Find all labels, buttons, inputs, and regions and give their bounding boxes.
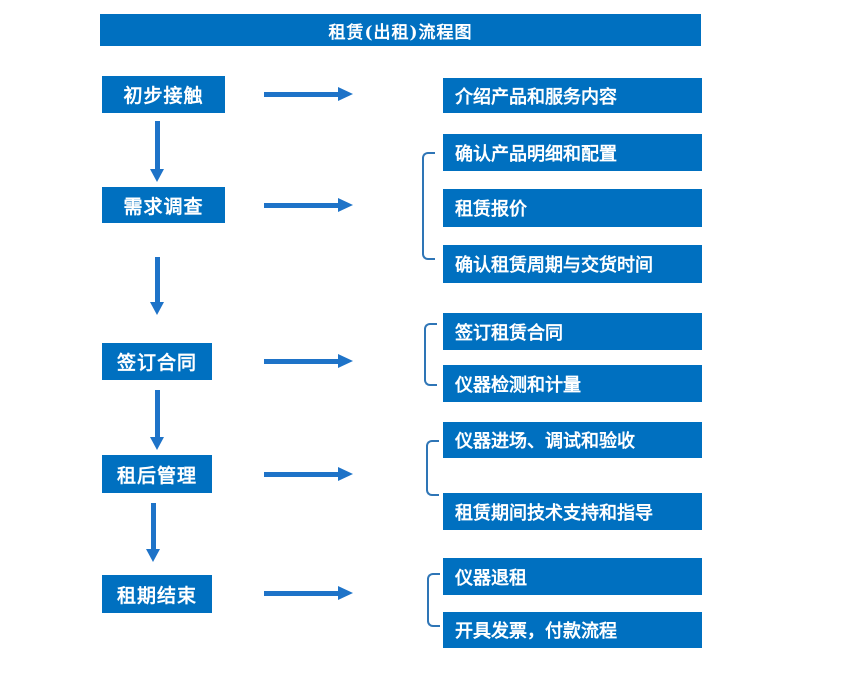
arrow-shaft	[155, 390, 160, 437]
arrow-shaft	[155, 121, 160, 169]
step-box-rental-end: 租期结束	[102, 575, 212, 613]
arrow-shaft	[264, 359, 339, 364]
arrow-shaft	[264, 472, 339, 477]
output-box-rental-quotation: 租赁报价	[443, 189, 702, 227]
right-arrow-icon	[264, 467, 353, 482]
right-arrow-icon	[264, 198, 353, 213]
right-arrow-icon	[264, 354, 353, 369]
output-box-confirm-rental-period-delivery: 确认租赁周期与交货时间	[443, 245, 702, 283]
arrow-shaft	[264, 591, 339, 596]
arrow-shaft	[155, 257, 160, 302]
arrow-head	[338, 354, 353, 368]
right-arrow-icon	[264, 87, 353, 102]
arrow-shaft	[151, 503, 156, 549]
down-arrow-icon	[150, 390, 165, 450]
down-arrow-icon	[146, 503, 161, 562]
arrow-shaft	[264, 203, 339, 208]
output-box-instrument-testing-metering: 仪器检测和计量	[443, 365, 702, 402]
step-box-post-rental-management: 租后管理	[102, 455, 212, 493]
right-arrow-icon	[264, 586, 353, 601]
group-bracket	[422, 152, 435, 260]
output-box-tech-support-guidance: 租赁期间技术支持和指导	[443, 493, 702, 530]
arrow-head	[338, 467, 353, 481]
arrow-head	[338, 198, 353, 212]
output-box-sign-rental-contract: 签订租赁合同	[443, 313, 702, 350]
arrow-shaft	[264, 92, 339, 97]
arrow-head	[150, 302, 164, 315]
output-box-confirm-product-details: 确认产品明细和配置	[443, 134, 702, 171]
output-box-instrument-arrival-debug-acceptance: 仪器进场、调试和验收	[443, 422, 702, 458]
flowchart-title: 租赁(出租)流程图	[100, 14, 701, 46]
step-box-initial-contact: 初步接触	[102, 76, 225, 113]
down-arrow-icon	[150, 257, 165, 315]
group-bracket	[424, 323, 437, 386]
arrow-head	[150, 169, 164, 182]
output-box-introduce-products-services: 介绍产品和服务内容	[443, 78, 702, 113]
arrow-head	[338, 586, 353, 600]
arrow-head	[338, 87, 353, 101]
group-bracket	[427, 573, 440, 627]
output-box-instrument-return: 仪器退租	[443, 558, 702, 595]
down-arrow-icon	[150, 121, 165, 182]
arrow-head	[150, 437, 164, 450]
step-box-sign-contract: 签订合同	[102, 343, 212, 380]
output-box-invoice-payment-process: 开具发票，付款流程	[443, 612, 702, 648]
group-bracket	[426, 440, 439, 496]
step-box-demand-survey: 需求调查	[102, 187, 225, 223]
arrow-head	[146, 549, 160, 562]
